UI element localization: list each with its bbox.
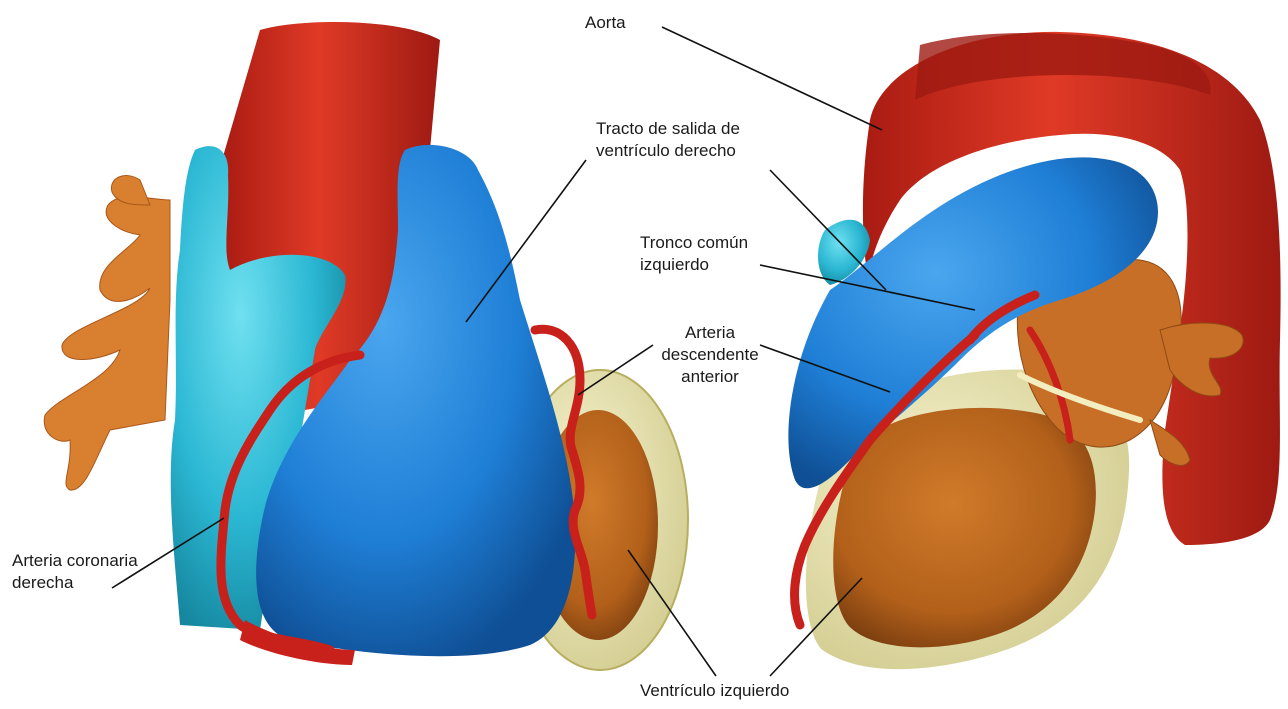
label-rvot: Tracto de salida de ventrículo derecho (596, 118, 740, 162)
label-left-main-line1: Tronco común (640, 232, 748, 254)
label-left-main-line2: izquierdo (640, 254, 748, 276)
label-lad-line1: Arteria (655, 322, 765, 344)
label-lv: Ventrículo izquierdo (640, 680, 789, 702)
label-lad: Arteria descendente anterior (655, 322, 765, 388)
label-rca-line1: Arteria coronaria (12, 550, 138, 572)
right-heart-view (788, 32, 1280, 671)
label-rca: Arteria coronaria derecha (12, 550, 138, 594)
label-rvot-line1: Tracto de salida de (596, 118, 740, 140)
label-rvot-line2: ventrículo derecho (596, 140, 740, 162)
label-left-main: Tronco común izquierdo (640, 232, 748, 276)
label-aorta: Aorta (585, 12, 626, 34)
label-lad-line2: descendente (655, 344, 765, 366)
label-lad-line3: anterior (655, 366, 765, 388)
label-rca-line2: derecha (12, 572, 138, 594)
pulmonary-vessels-left (44, 176, 170, 491)
left-heart-view (44, 22, 688, 670)
